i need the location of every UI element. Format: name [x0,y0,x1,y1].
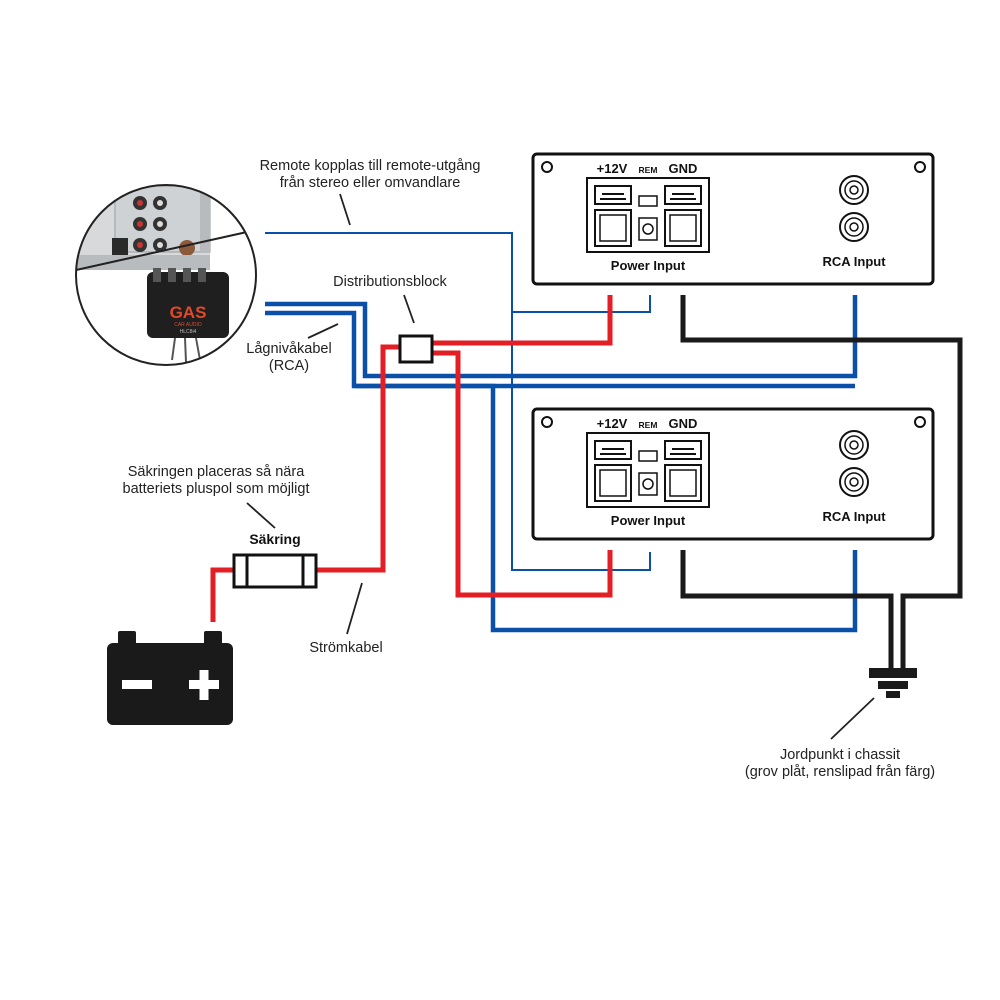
rca-jack-icon [839,212,869,242]
mount-hole-icon [541,161,553,173]
gnd-label: GND [669,161,698,176]
remote-wire [265,232,651,571]
gas-sub-label: CAR AUDIO [174,322,202,328]
lowlevel-cable-label-line1: Lågnivåkabel [246,341,331,357]
chassis-ground-icon [869,668,917,698]
rca-jack-icon [839,467,869,497]
power-cable [210,295,613,622]
rca-jack-icon [153,217,167,231]
power-input-label: Power Input [611,513,686,528]
rca-jack-icon [839,175,869,205]
rca-jack-icon [133,196,147,210]
ground-note-line2: (grov plåt, renslipad från färg) [745,764,935,780]
leader-lines [246,193,875,740]
mount-hole-icon [541,416,553,428]
ground-note-line1: Jordpunkt i chassit [780,747,900,763]
mount-hole-icon [914,161,926,173]
rca-jack-icon [133,217,147,231]
gnd-label: GND [669,416,698,431]
rca-input-label: RCA Input [822,509,886,524]
v12-label: +12V [597,161,628,176]
fuse-note-line1: Säkringen placeras så nära [128,464,305,480]
inset-photo: GAS CAR AUDIO HLC8i4 [75,184,257,366]
amplifier-2: +12V REM GND Power Input RCA Input [531,407,935,541]
fuse-note-line2: batteriets pluspol som möjligt [123,481,310,497]
rca-jack-icon [153,238,167,252]
fuse [232,553,318,589]
rca-jack-icon [153,196,167,210]
gas-model-label: HLC8i4 [180,329,197,335]
rem-label: REM [639,165,658,175]
rca-input-label: RCA Input [822,254,886,269]
v12-label: +12V [597,416,628,431]
remote-note-line2: från stereo eller omvandlare [280,175,461,191]
gas-brand-label: GAS [170,303,207,322]
power-cable-label: Strömkabel [309,640,382,656]
power-input-label: Power Input [611,258,686,273]
rem-label: REM [639,420,658,430]
distribution-block-label: Distributionsblock [333,274,447,290]
rca-cable-amp1 [265,295,858,389]
rca-cable-amp2 [354,383,858,633]
battery-icon [107,631,233,725]
lowlevel-cable-label-line2: (RCA) [269,358,309,374]
mount-hole-icon [914,416,926,428]
rca-jack-icon [133,238,147,252]
ground-cable [680,295,963,668]
rca-jack-icon [839,430,869,460]
amplifier-1: +12V REM GND Power Input RCA Input [531,152,935,286]
distribution-block [398,334,434,364]
remote-note-line1: Remote kopplas till remote-utgång [260,158,481,174]
fuse-label: Säkring [249,531,300,547]
